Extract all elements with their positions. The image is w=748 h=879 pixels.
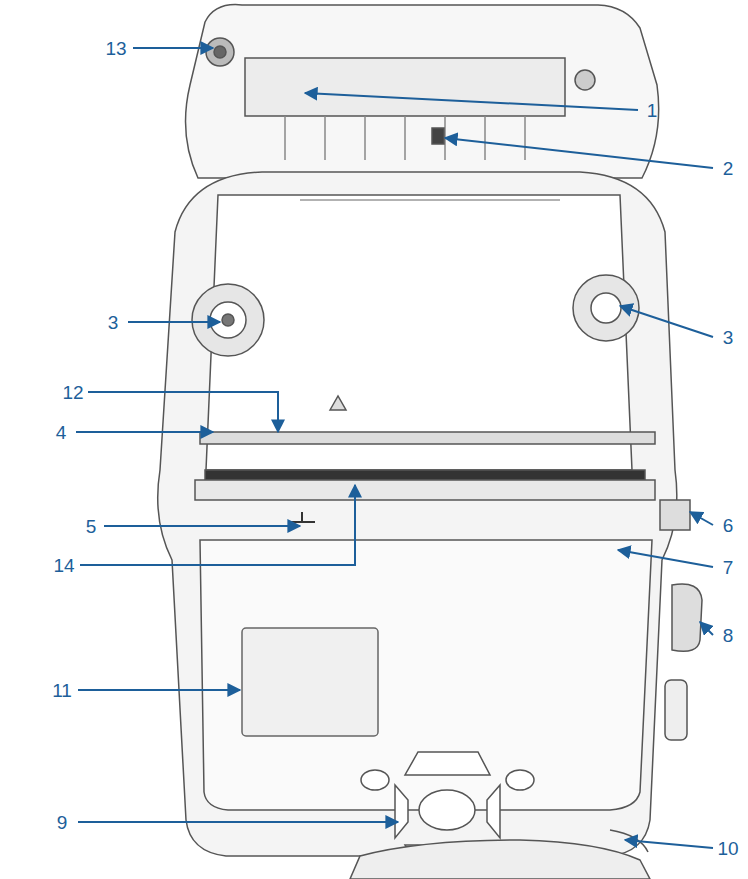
callout-number: 3 xyxy=(723,328,734,347)
callout-number: 7 xyxy=(723,558,734,577)
leader-lines xyxy=(76,48,713,848)
callout-number: 9 xyxy=(57,813,68,832)
callout-number: 11 xyxy=(52,681,72,700)
callout-number: 12 xyxy=(62,383,83,402)
callout-number: 8 xyxy=(723,626,734,645)
callout-number: 4 xyxy=(56,423,67,442)
callout-number: 2 xyxy=(723,159,734,178)
callout-number: 1 xyxy=(647,101,658,120)
callout-number: 10 xyxy=(717,839,738,858)
callout-number: 13 xyxy=(105,39,126,58)
callout-number: 3 xyxy=(108,313,119,332)
callout-number: 6 xyxy=(723,516,734,535)
printer-drawing xyxy=(158,5,702,879)
callout-number: 5 xyxy=(86,517,97,536)
callout-number: 14 xyxy=(53,556,74,575)
